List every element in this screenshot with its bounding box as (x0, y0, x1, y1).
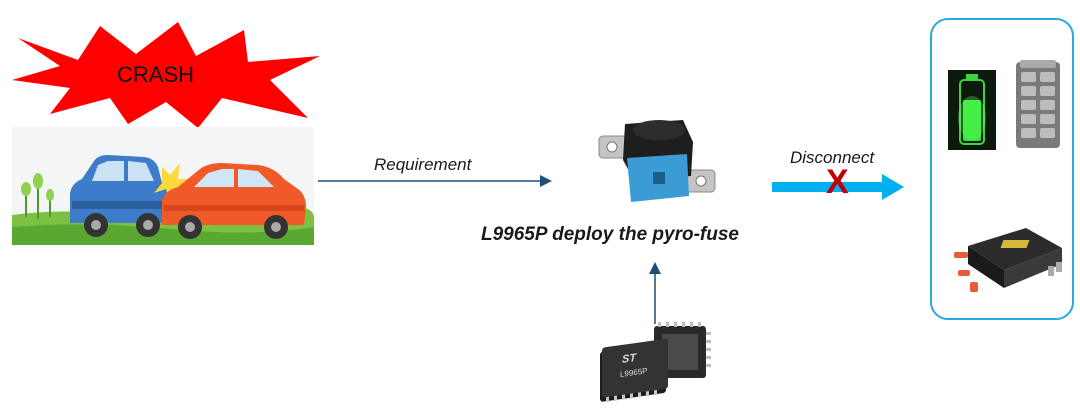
pyro-fuse-image (598, 120, 716, 202)
battery-pack-image (954, 228, 1062, 292)
fuse-caption: L9965P deploy the pyro-fuse (481, 224, 739, 245)
disconnect-arrow (772, 174, 904, 200)
crash-burst-shape (12, 22, 320, 128)
car-crash-illustration (12, 127, 314, 245)
l9965p-chip-image: ST L9965P (600, 322, 711, 403)
green-battery-image (948, 70, 996, 150)
crash-burst (12, 22, 320, 128)
chip-to-fuse-arrow (649, 262, 661, 324)
blue-car (70, 155, 168, 237)
battery-module-image (1016, 60, 1060, 148)
chip-marking: L9965P (620, 366, 648, 379)
requirement-arrow (318, 175, 552, 187)
svg-text:ST: ST (622, 352, 637, 366)
crash-label: CRASH (117, 62, 195, 87)
orange-car (162, 163, 306, 239)
disconnect-label: Disconnect (790, 148, 875, 167)
disconnect-cross-mark: X (826, 163, 849, 201)
requirement-label: Requirement (374, 155, 472, 174)
